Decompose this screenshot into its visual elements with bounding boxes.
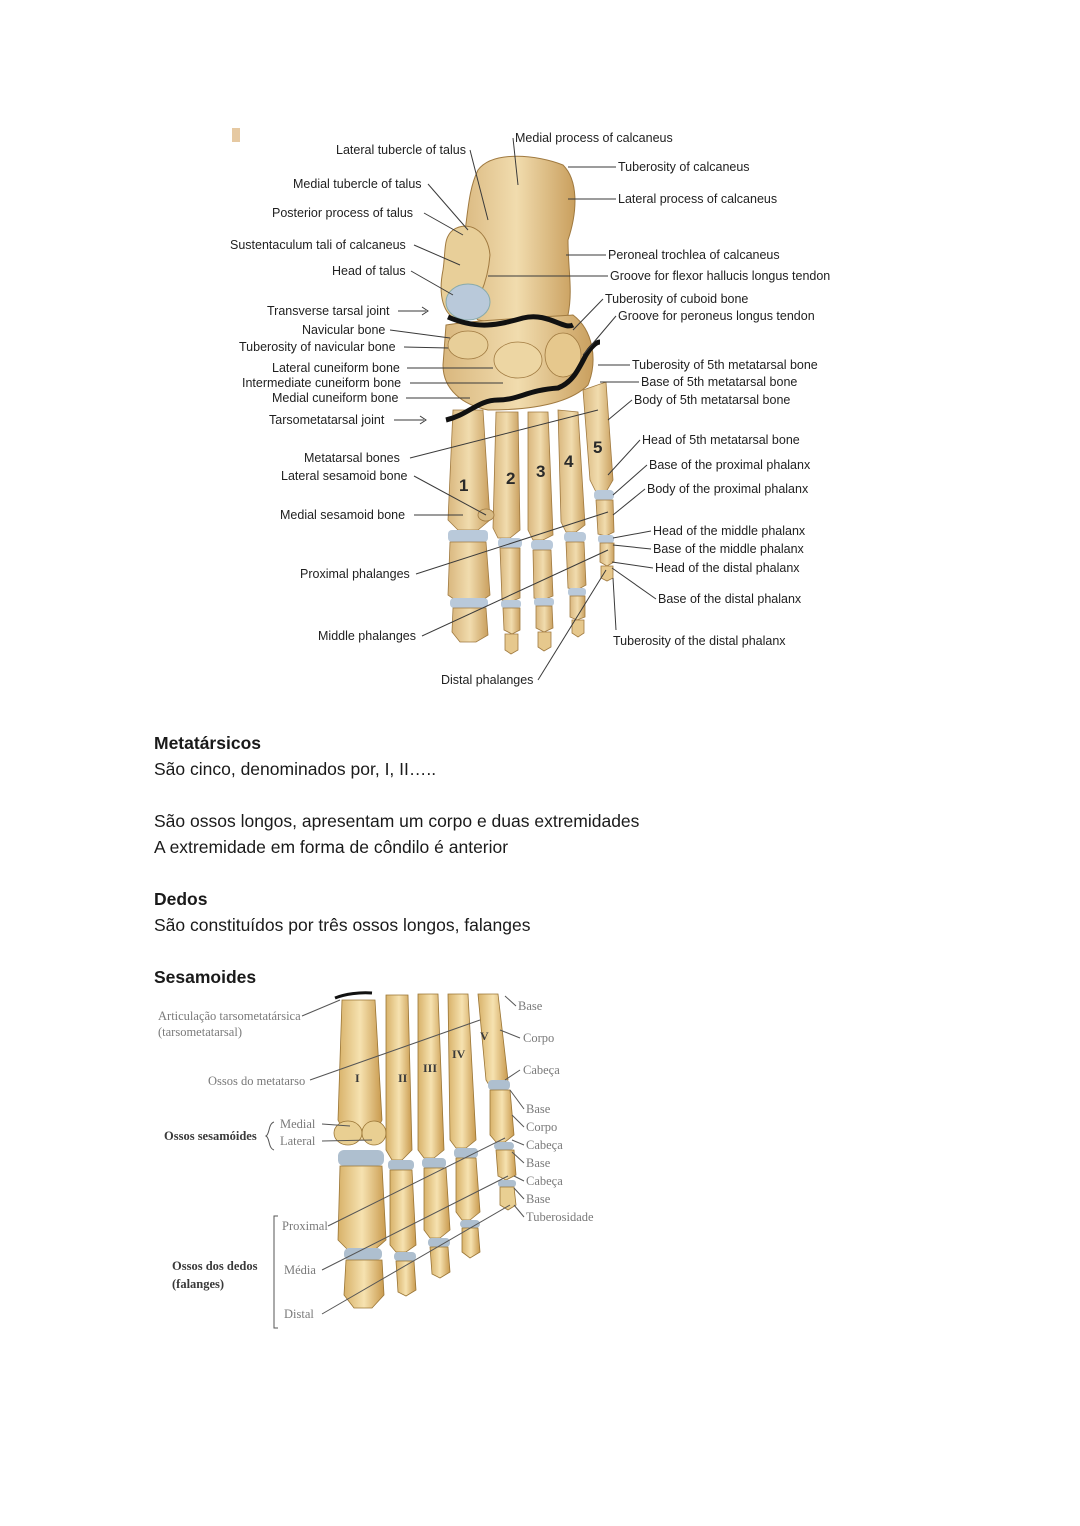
label-tuberosity-cuboid: Tuberosity of cuboid bone: [605, 292, 748, 306]
label-articulacao-2: (tarsometatarsal): [158, 1025, 242, 1039]
label-body-proximal-phalanx: Body of the proximal phalanx: [647, 482, 809, 496]
number-5: 5: [593, 438, 602, 457]
hindfoot-bones: [440, 155, 576, 326]
label-base-middle-phalanx: Base of the middle phalanx: [653, 542, 805, 556]
left-labels: Lateral tubercle of talus Medial tubercl…: [230, 143, 533, 687]
label-cabeca-2: Cabeça: [526, 1138, 563, 1152]
label-peroneal-trochlea: Peroneal trochlea of calcaneus: [608, 248, 780, 262]
label-corpo-2: Corpo: [526, 1120, 557, 1134]
label-middle-phalanges: Middle phalanges: [318, 629, 416, 643]
label-transverse-tarsal-joint: Transverse tarsal joint: [267, 304, 390, 318]
label-articulacao-1: Articulação tarsometatársica: [158, 1009, 301, 1023]
label-head-of-talus: Head of talus: [332, 264, 406, 278]
label-proximal: Proximal: [282, 1219, 328, 1233]
label-posterior-process-talus: Posterior process of talus: [272, 206, 413, 220]
metatarsicos-heading: Metatársicos: [154, 733, 261, 753]
foot-bones-diagram-english: 1 2 3 4 5 Lateral tubercle of talus Medi…: [230, 128, 830, 687]
label-distal: Distal: [284, 1307, 314, 1321]
label-distal-phalanges: Distal phalanges: [441, 673, 533, 687]
dedos-line-1: São constituídos por três ossos longos, …: [154, 915, 531, 935]
metatarsicos-section: Metatársicos São cinco, denominados por,…: [154, 730, 639, 990]
joint-line: [334, 991, 373, 1000]
label-sustentaculum-tali: Sustentaculum tali of calcaneus: [230, 238, 406, 252]
forefoot-bones-2: [333, 993, 517, 1309]
roman-V: V: [480, 1029, 489, 1043]
leader-lines-2: [301, 995, 525, 1315]
label-base-3: Base: [526, 1156, 551, 1170]
label-tarsometatarsal-joint: Tarsometatarsal joint: [269, 413, 385, 427]
corner-marker: [232, 128, 240, 142]
label-media: Média: [284, 1263, 316, 1277]
label-lateral-process-calcaneus: Lateral process of calcaneus: [618, 192, 777, 206]
label-navicular-bone: Navicular bone: [302, 323, 385, 337]
label-cabeca-1: Cabeça: [523, 1063, 560, 1077]
right-labels: Medial process of calcaneus Tuberosity o…: [515, 131, 830, 648]
label-groove-peroneus-longus: Groove for peroneus longus tendon: [618, 309, 815, 323]
metatarsicos-line-2: São ossos longos, apresentam um corpo e …: [154, 811, 640, 831]
number-2: 2: [506, 469, 515, 488]
metatarsicos-line-1: São cinco, denominados por, I, II…..: [154, 759, 437, 779]
label-lateral-tubercle-talus: Lateral tubercle of talus: [336, 143, 466, 157]
label-body-5th-metatarsal: Body of 5th metatarsal bone: [634, 393, 790, 407]
label-proximal-phalanges: Proximal phalanges: [300, 567, 410, 581]
label-tuberosity-calcaneus: Tuberosity of calcaneus: [618, 160, 750, 174]
label-base-4: Base: [526, 1192, 551, 1206]
label-base-proximal-phalanx: Base of the proximal phalanx: [649, 458, 811, 472]
label-base-1: Base: [518, 999, 543, 1013]
label-metatarsal-bones: Metatarsal bones: [304, 451, 400, 465]
label-medial-sesamoid: Medial sesamoid bone: [280, 508, 405, 522]
label-base-2: Base: [526, 1102, 551, 1116]
label-ossos-dedos-2: (falanges): [172, 1277, 224, 1291]
label-intermediate-cuneiform: Intermediate cuneiform bone: [242, 376, 401, 390]
label-tuberosity-distal-phalanx: Tuberosity of the distal phalanx: [613, 634, 786, 648]
metatarsal-numbers: 1 2 3 4 5: [459, 438, 602, 495]
roman-I: I: [355, 1071, 360, 1085]
roman-IV: IV: [452, 1047, 466, 1061]
label-lateral: Lateral: [280, 1134, 316, 1148]
label-medial-process-calcaneus: Medial process of calcaneus: [515, 131, 673, 145]
label-head-distal-phalanx: Head of the distal phalanx: [655, 561, 800, 575]
label-head-5th-metatarsal: Head of 5th metatarsal bone: [642, 433, 800, 447]
transverse-tarsal-joint-line: [447, 314, 575, 329]
label-medial-cuneiform: Medial cuneiform bone: [272, 391, 399, 405]
left-labels-2: Articulação tarsometatársica (tarsometat…: [158, 1009, 328, 1321]
label-medial: Medial: [280, 1117, 316, 1131]
number-3: 3: [536, 462, 545, 481]
label-tuberosity-5th-metatarsal: Tuberosity of 5th metatarsal bone: [632, 358, 818, 372]
label-ossos-sesamoides: Ossos sesamóides: [164, 1129, 257, 1143]
label-lateral-cuneiform: Lateral cuneiform bone: [272, 361, 400, 375]
dedos-bracket: [273, 1215, 278, 1329]
number-1: 1: [459, 476, 468, 495]
roman-numerals: I II III IV V: [355, 1029, 489, 1085]
roman-II: II: [398, 1071, 408, 1085]
label-groove-flexor-hallucis: Groove for flexor hallucis longus tendon: [610, 269, 830, 283]
metatarsicos-line-3: A extremidade em forma de côndilo é ante…: [154, 837, 509, 857]
label-tuberosity-navicular: Tuberosity of navicular bone: [239, 340, 396, 354]
label-ossos-dedos-1: Ossos dos dedos: [172, 1259, 258, 1273]
right-labels-2: Base Corpo Cabeça Base Corpo Cabeça Base…: [518, 999, 594, 1224]
leader-lines: [389, 137, 657, 681]
tarsometatarsal-joint-line: [445, 339, 601, 423]
dedos-heading: Dedos: [154, 889, 208, 909]
label-base-5th-metatarsal: Base of 5th metatarsal bone: [641, 375, 797, 389]
label-head-middle-phalanx: Head of the middle phalanx: [653, 524, 806, 538]
label-cabeca-3: Cabeça: [526, 1174, 563, 1188]
sesamoid-bracket: [264, 1121, 275, 1151]
roman-III: III: [423, 1061, 437, 1075]
label-medial-tubercle-talus: Medial tubercle of talus: [293, 177, 422, 191]
label-corpo-1: Corpo: [523, 1031, 554, 1045]
label-tuberosidade: Tuberosidade: [526, 1210, 594, 1224]
number-4: 4: [564, 452, 574, 471]
sesamoides-heading: Sesamoides: [154, 967, 257, 987]
label-base-distal-phalanx: Base of the distal phalanx: [658, 592, 802, 606]
label-ossos-metatarso: Ossos do metatarso: [208, 1074, 305, 1088]
foot-bones-diagram-portuguese: I II III IV V Articulação tarsometatársi…: [158, 991, 594, 1329]
label-lateral-sesamoid: Lateral sesamoid bone: [281, 469, 408, 483]
